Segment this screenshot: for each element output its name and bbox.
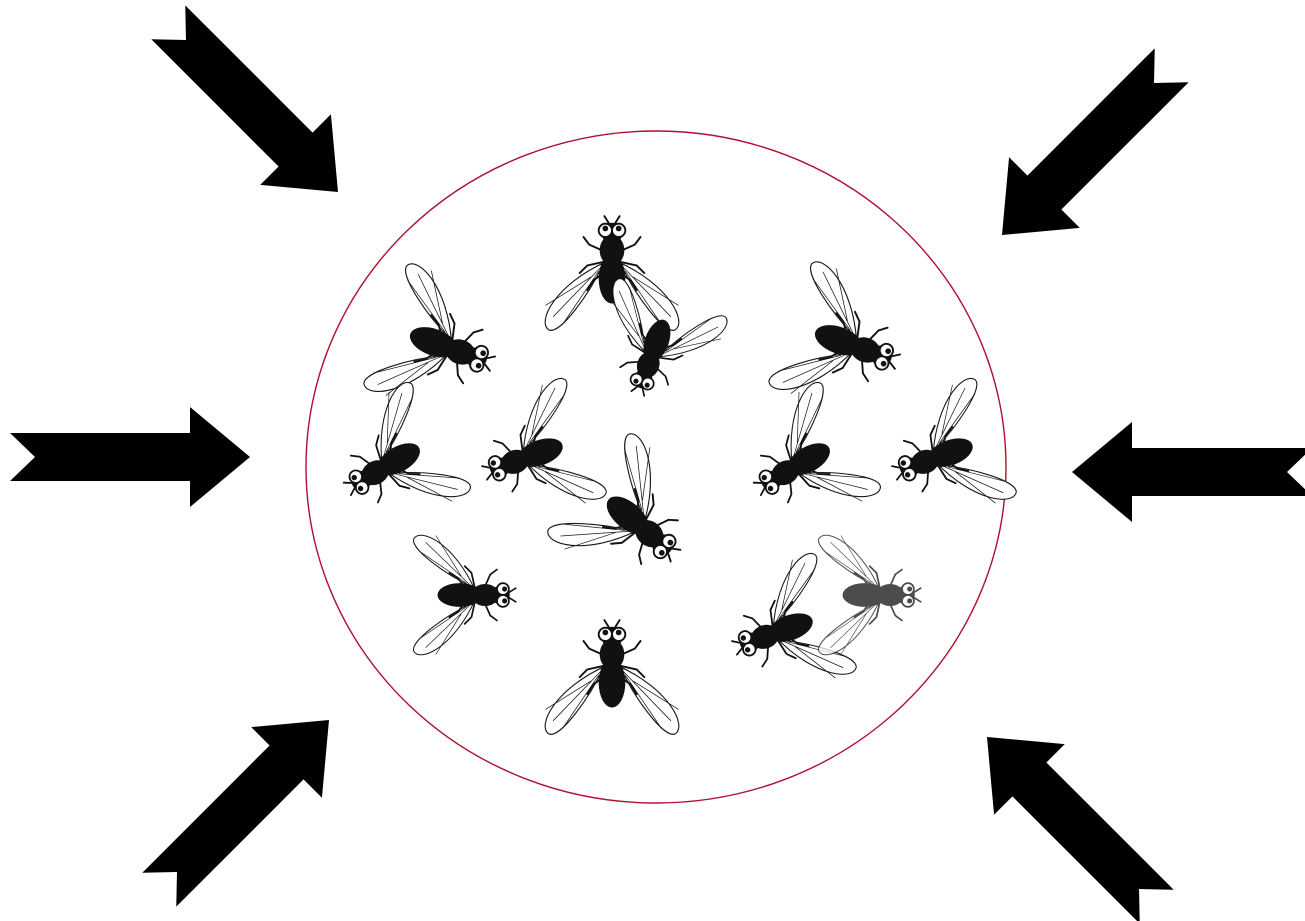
enclosure-circle bbox=[305, 130, 1007, 804]
